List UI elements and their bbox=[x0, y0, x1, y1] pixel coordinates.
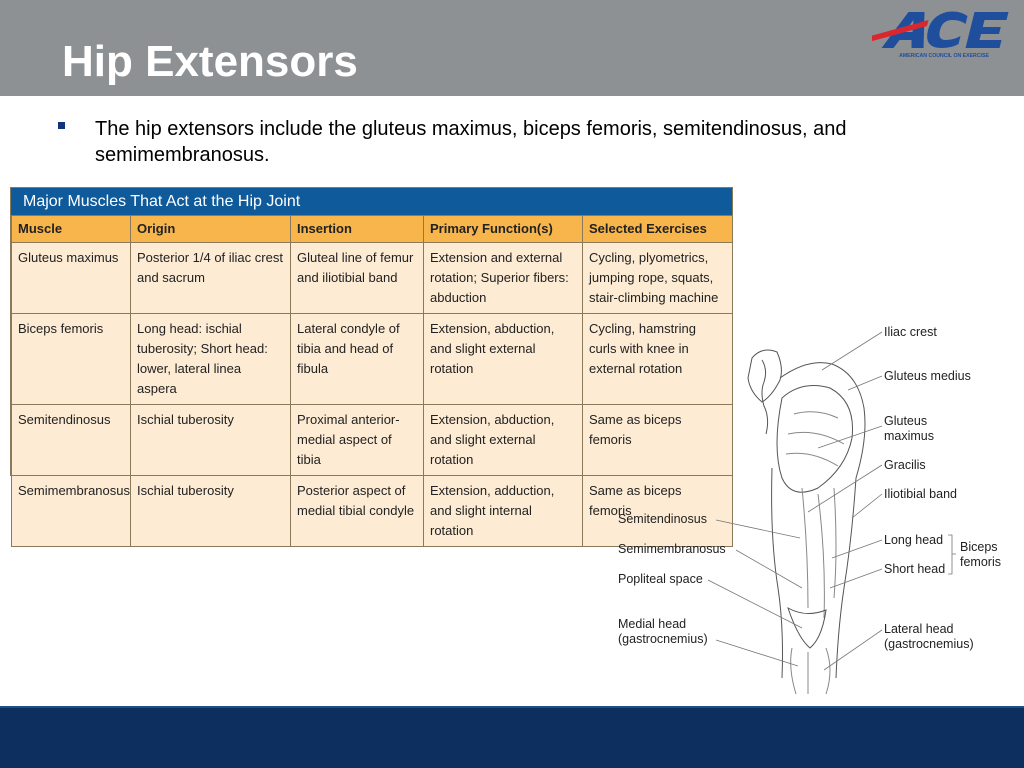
header-primary-function: Primary Function(s) bbox=[423, 215, 583, 243]
cell-muscle: Biceps femoris bbox=[11, 313, 131, 405]
label-medial-head-2: (gastrocnemius) bbox=[618, 632, 708, 646]
cell-insertion: Lateral condyle of tibia and head of fib… bbox=[290, 313, 424, 405]
table-row: Semitendinosus Ischial tuberosity Proxim… bbox=[11, 404, 733, 476]
header-insertion: Insertion bbox=[290, 215, 424, 243]
knee-outline bbox=[787, 606, 827, 649]
cell-insertion: Gluteal line of femur and iliotibial ban… bbox=[290, 242, 424, 314]
cell-muscle: Gluteus maximus bbox=[11, 242, 131, 314]
ace-logo-subtext: AMERICAN COUNCIL ON EXERCISE bbox=[899, 53, 989, 59]
thigh-outline-lateral bbox=[835, 477, 857, 679]
labels-left: Semitendinosus Semimembranosus Popliteal… bbox=[618, 512, 726, 646]
muscles-table: Major Muscles That Act at the Hip Joint … bbox=[10, 187, 733, 547]
gluteus-maximus-outline bbox=[776, 385, 854, 493]
label-iliac-crest: Iliac crest bbox=[884, 325, 937, 339]
leg-drawing bbox=[747, 349, 866, 695]
header-selected-exercises: Selected Exercises bbox=[582, 215, 733, 243]
posterior-leg-illustration: Iliac crest Gluteus medius Gluteus maxim… bbox=[618, 325, 1001, 695]
label-gluteus-maximus-1: Gluteus bbox=[884, 414, 927, 428]
label-semimembranosus: Semimembranosus bbox=[618, 542, 726, 556]
cell-function: Extension, abduction, and slight externa… bbox=[423, 404, 583, 476]
cell-insertion: Proximal anterior-medial aspect of tibia bbox=[290, 404, 424, 476]
cell-muscle: Semitendinosus bbox=[11, 404, 131, 476]
table-row: Biceps femoris Long head: ischial tubero… bbox=[11, 313, 733, 405]
cell-function: Extension, abduction, and slight externa… bbox=[423, 313, 583, 405]
label-biceps-1: Biceps bbox=[960, 540, 998, 554]
cell-function: Extension, adduction, and slight interna… bbox=[423, 475, 583, 547]
bullet-square-icon bbox=[58, 122, 65, 129]
header-origin: Origin bbox=[130, 215, 291, 243]
label-gluteus-maximus-2: maximus bbox=[884, 429, 934, 443]
ace-logo-letters bbox=[872, 11, 1009, 48]
cell-origin: Ischial tuberosity bbox=[130, 404, 291, 476]
hip-outline bbox=[779, 362, 866, 479]
pelvis-outline bbox=[747, 349, 782, 403]
cell-insertion: Posterior aspect of medial tibial condyl… bbox=[290, 475, 424, 547]
label-semitendinosus: Semitendinosus bbox=[618, 512, 707, 526]
label-gracilis: Gracilis bbox=[884, 458, 926, 472]
leader-lines bbox=[707, 331, 883, 671]
table-row: Gluteus maximus Posterior 1/4 of iliac c… bbox=[11, 242, 733, 314]
slide-footer bbox=[0, 706, 1024, 768]
cell-exercises: Same as biceps femoris bbox=[582, 404, 733, 476]
label-lateral-head-1: Lateral head bbox=[884, 622, 954, 636]
slide-header bbox=[0, 0, 1024, 96]
thigh-outline-medial bbox=[771, 467, 783, 679]
bullet-text: The hip extensors include the gluteus ma… bbox=[95, 118, 847, 166]
cell-exercises: Same as biceps femoris bbox=[582, 475, 733, 547]
header-muscle: Muscle bbox=[11, 215, 131, 243]
cell-function: Extension and external rotation; Superio… bbox=[423, 242, 583, 314]
cell-muscle: Semimembranosus bbox=[11, 475, 131, 547]
cell-origin: Posterior 1/4 of iliac crest and sacrum bbox=[130, 242, 291, 314]
slide-title: Hip Extensors bbox=[62, 37, 358, 86]
table-caption: Major Muscles That Act at the Hip Joint bbox=[11, 188, 732, 215]
sacrum-outline bbox=[761, 359, 769, 435]
cell-exercises: Cycling, hamstring curls with knee in ex… bbox=[582, 313, 733, 405]
label-long-head: Long head bbox=[884, 533, 943, 547]
cell-origin: Long head: ischial tuberosity; Short hea… bbox=[130, 313, 291, 405]
cell-origin: Ischial tuberosity bbox=[130, 475, 291, 547]
label-gluteus-medius: Gluteus medius bbox=[884, 369, 971, 383]
label-medial-head-1: Medial head bbox=[618, 617, 686, 631]
calf-outline bbox=[790, 647, 831, 695]
table-header-row: Muscle Origin Insertion Primary Function… bbox=[11, 215, 733, 243]
muscles-table-grid: Muscle Origin Insertion Primary Function… bbox=[11, 215, 733, 547]
cell-exercises: Cycling, plyometrics, jumping rope, squa… bbox=[582, 242, 733, 314]
label-iliotibial-band: Iliotibial band bbox=[884, 487, 957, 501]
labels-right: Iliac crest Gluteus medius Gluteus maxim… bbox=[884, 325, 1001, 651]
label-biceps-2: femoris bbox=[960, 555, 1001, 569]
label-popliteal-space: Popliteal space bbox=[618, 572, 703, 586]
biceps-bracket bbox=[948, 534, 956, 575]
label-short-head: Short head bbox=[884, 562, 945, 576]
ace-logo: AMERICAN COUNCIL ON EXERCISE bbox=[872, 11, 1009, 59]
label-lateral-head-2: (gastrocnemius) bbox=[884, 637, 974, 651]
table-row: Semimembranosus Ischial tuberosity Poste… bbox=[11, 475, 733, 547]
